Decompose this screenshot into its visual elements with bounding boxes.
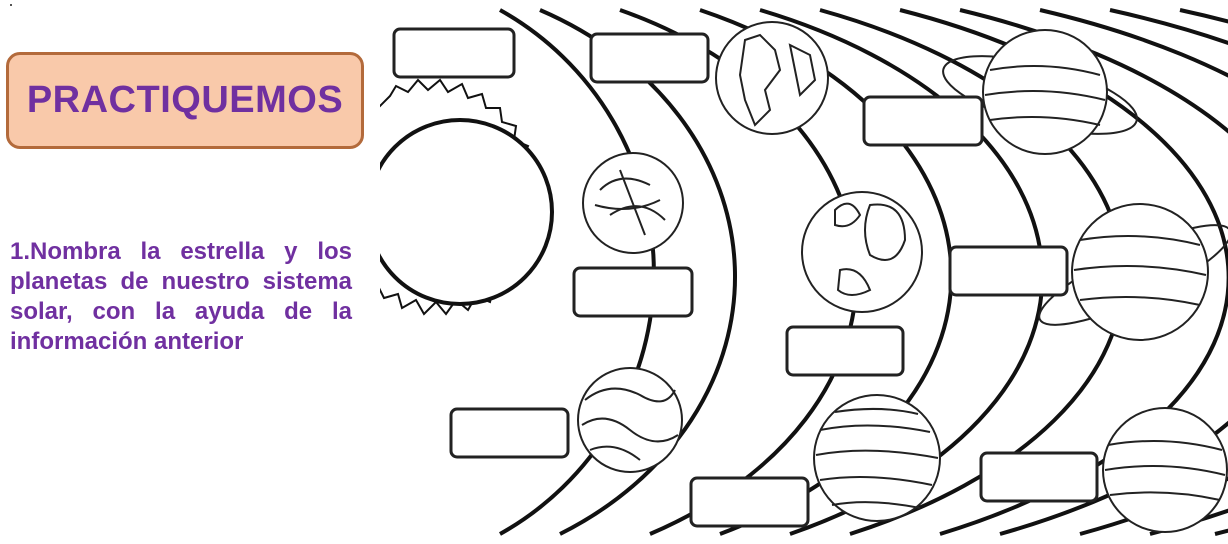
label-box	[591, 34, 708, 82]
sun-icon	[366, 80, 552, 330]
earth-icon	[716, 22, 828, 134]
mars-icon	[802, 192, 922, 312]
label-box	[394, 29, 514, 77]
label-box	[787, 327, 903, 375]
label-box	[864, 97, 982, 145]
venus-icon	[578, 368, 682, 472]
label-box	[950, 247, 1067, 295]
label-box	[574, 268, 692, 316]
neptune-icon	[1103, 408, 1227, 532]
label-box	[981, 453, 1097, 501]
mercury-icon	[583, 153, 683, 253]
label-box	[691, 478, 808, 526]
jupiter-icon	[814, 395, 940, 521]
label-box	[451, 409, 568, 457]
